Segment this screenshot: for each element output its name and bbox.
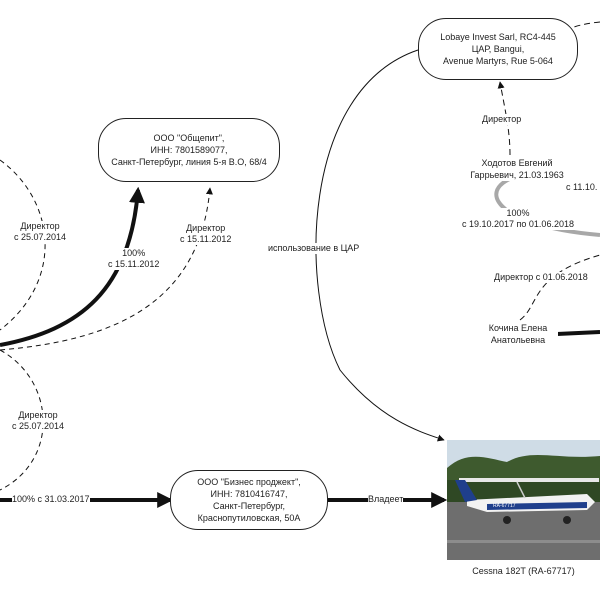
label-director-2012: Директор с 15.11.2012 (180, 223, 232, 245)
plane-tail (455, 480, 477, 502)
label-director-lobaye: Директор (482, 114, 522, 125)
edge-usage-car (315, 49, 445, 442)
label-director-2018: Директор с 01.06.2018 (494, 272, 588, 283)
aircraft-caption: Cessna 182T (RA-67717) (472, 566, 575, 576)
label-share-2012: 100% с 15.11.2012 (108, 248, 160, 270)
label-director-bottom-left: Директор с 25.07.2014 (12, 410, 65, 432)
node-biznes: ООО "Бизнес проджект", ИНН: 7810416747, … (170, 470, 328, 530)
aircraft-photo: RA-67717 (447, 440, 600, 560)
edge-director-bottom-left (0, 349, 44, 491)
label-partial-date: с 11.10. (566, 182, 598, 193)
edge-director-top-left (0, 159, 46, 331)
label-owns: Владеет (368, 494, 404, 505)
plane-registration: RA-67717 (493, 503, 516, 509)
node-lobaye: Lobaye Invest Sarl, RC4-445 ЦАР, Bangui,… (418, 18, 578, 80)
node-obshchepit: ООО "Общепит", ИНН: 7801589077, Санкт-Пе… (98, 118, 280, 182)
edge-kochina (556, 330, 600, 336)
plane-wing (459, 478, 599, 482)
label-usage-car: использование в ЦАР (268, 243, 360, 254)
node-khodotov: Ходотов Евгений Гаррьевич, 21.03.1963 (462, 157, 572, 181)
label-share-2017: 100% с 31.03.2017 (12, 494, 90, 505)
node-kochina: Кочина Елена Анатольевна (478, 322, 558, 346)
edge-share-obshchepit (0, 186, 145, 347)
label-director-top-left: Директор с 25.07.2014 (14, 221, 67, 243)
edge-director-obshchepit (0, 187, 213, 351)
label-share-2017-2018: 100% с 19.10.2017 по 01.06.2018 (462, 208, 574, 230)
edge-director-2018 (519, 254, 600, 321)
